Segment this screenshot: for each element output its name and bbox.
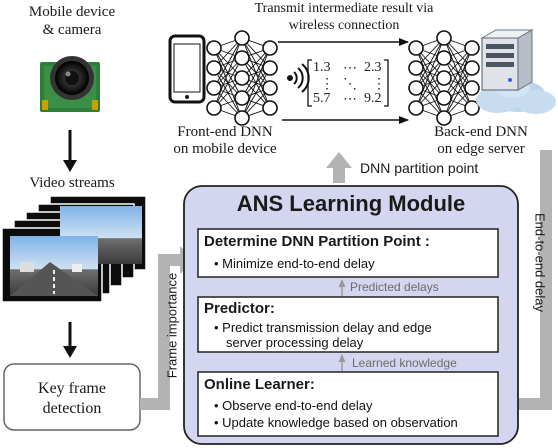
wireless-icon (287, 63, 310, 93)
video-streams-label: Video streams (29, 175, 115, 191)
edge-server-icon (476, 29, 556, 114)
backend-line2: on edge server (437, 141, 525, 157)
network-node (436, 70, 452, 86)
partition-point-label: DNN partition point (360, 160, 479, 176)
network-node (206, 80, 222, 96)
matrix-r1c3: 2.3 (364, 60, 382, 75)
matrix-r2c1: ⋮ (320, 77, 334, 92)
camera-to-video-arrow (63, 130, 77, 172)
front-end-dnn-network (206, 30, 278, 126)
network-edge (213, 57, 243, 109)
network-node (436, 110, 452, 126)
matrix-brackets (307, 59, 389, 107)
network-node (408, 40, 424, 56)
network-node (464, 80, 480, 96)
module-title: ANS Learning Module (236, 191, 466, 216)
transmit-line2: wireless connection (288, 18, 400, 33)
matrix-r2c2: ⋱ (343, 77, 357, 92)
network-node (206, 60, 222, 76)
network-edge (241, 67, 271, 119)
network-node (206, 40, 222, 56)
learner-title: Online Learner: (204, 376, 315, 393)
partition-point-arrow (326, 152, 352, 183)
network-edge (241, 47, 271, 99)
network-node (436, 30, 452, 46)
network-edge (415, 37, 445, 109)
network-edge (213, 37, 243, 89)
predictor-box (197, 296, 499, 353)
network-node (436, 50, 452, 66)
video-to-keyframe-arrow (63, 322, 77, 358)
matrix-r2c3: ⋮ (372, 77, 386, 92)
keyframe-box (3, 363, 141, 431)
matrix-r1c1: 1.3 (313, 60, 331, 75)
matrix-r3c1: 5.7 (313, 91, 331, 106)
matrix-r1c2: ⋯ (343, 61, 357, 76)
predictor-title: Predictor: (204, 300, 275, 317)
network-edge (415, 37, 445, 89)
network-node (464, 100, 480, 116)
network-node (262, 100, 278, 116)
matrix-r3c3: 9.2 (364, 91, 382, 106)
learner-box (197, 371, 499, 437)
determine-bullet-1: • Minimize end-to-end delay (214, 256, 375, 271)
keyframe-line1: Key frame (38, 380, 106, 397)
network-edge (415, 57, 445, 109)
mobile-title-line2: & camera (42, 22, 102, 38)
frame-importance-label: Frame importance (164, 272, 180, 379)
frontend-line1: Front-end DNN (177, 124, 273, 140)
network-node (262, 40, 278, 56)
network-node (408, 100, 424, 116)
camera-icon (40, 56, 100, 112)
transmit-line1: Transmit intermediate result via (254, 1, 434, 16)
network-edge (241, 47, 271, 119)
back-end-dnn-network (408, 30, 480, 126)
network-node (234, 50, 250, 66)
network-node (436, 90, 452, 106)
predictor-bullet-1: • Predict transmission delay and edge (214, 320, 432, 335)
keyframe-line2: detection (42, 400, 102, 417)
network-edge (213, 37, 243, 109)
network-edge (443, 47, 473, 119)
network-node (234, 70, 250, 86)
end-to-end-delay-label: End-to-end delay (532, 212, 548, 312)
end-to-end-delay-arrow (492, 150, 552, 418)
video-frames-stack (1, 195, 147, 303)
frame-importance-arrow (140, 246, 194, 410)
network-node (262, 60, 278, 76)
network-edge (443, 67, 473, 119)
learner-bullet-2: • Update knowledge based on observation (214, 415, 458, 430)
matrix-r3c2: ⋯ (343, 92, 357, 107)
network-node (234, 110, 250, 126)
network-node (464, 40, 480, 56)
network-node (206, 100, 222, 116)
smartphone-icon (168, 34, 206, 104)
backend-line1: Back-end DNN (434, 124, 528, 140)
network-node (262, 80, 278, 96)
determine-box (197, 228, 499, 278)
frontend-line2: on mobile device (173, 141, 277, 157)
network-node (464, 60, 480, 76)
network-node (408, 60, 424, 76)
network-node (234, 90, 250, 106)
network-node (234, 30, 250, 46)
network-edge (443, 47, 473, 99)
determine-title: Determine DNN Partition Point : (204, 233, 430, 250)
network-node (408, 80, 424, 96)
learned-knowledge-label: Learned knowledge (352, 356, 457, 370)
learner-bullet-1: • Observe end-to-end delay (214, 398, 373, 413)
mobile-title-line1: Mobile device (28, 4, 116, 20)
predicted-delays-label: Predicted delays (350, 280, 439, 294)
predictor-bullet-1-cont: server processing delay (226, 335, 364, 350)
